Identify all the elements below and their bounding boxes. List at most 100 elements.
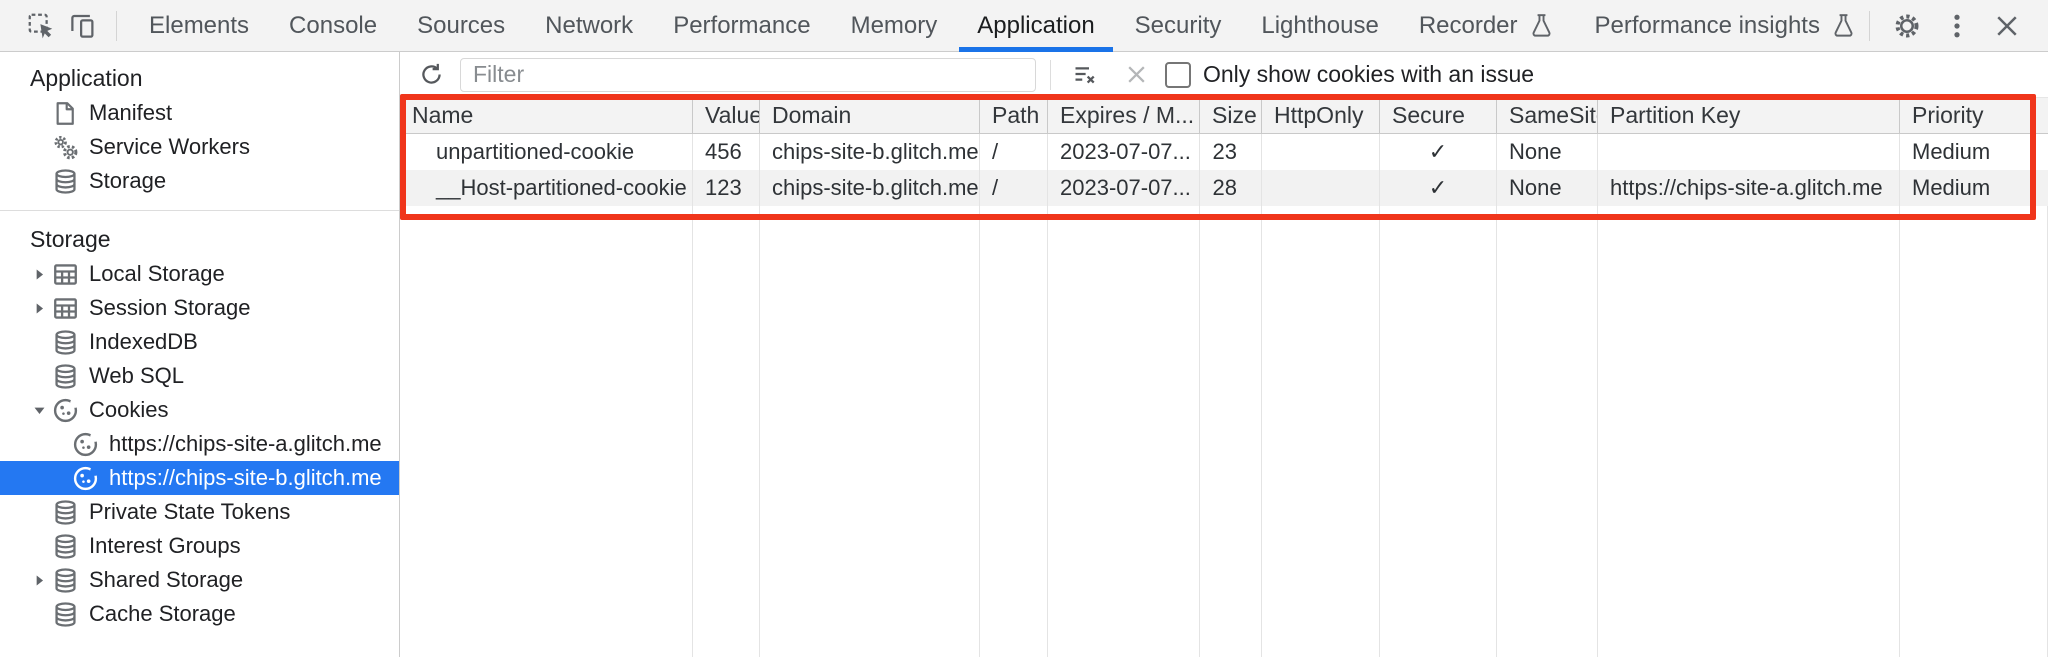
cell-path[interactable]: / xyxy=(980,170,1048,206)
toggle-device-toolbar-button[interactable] xyxy=(68,7,98,45)
sidebar-item-cache-storage[interactable]: Cache Storage xyxy=(0,597,399,631)
column-header-name[interactable]: Name xyxy=(400,98,693,134)
cell-samesite[interactable]: None xyxy=(1497,134,1598,170)
delete-selected-button[interactable] xyxy=(1117,56,1155,94)
cell-value[interactable]: 456 xyxy=(693,134,760,170)
empty-grid-cell xyxy=(1048,206,1200,657)
tab-sources[interactable]: Sources xyxy=(397,0,525,52)
sidebar-item-https-chips-site-a-glitch-me[interactable]: https://chips-site-a.glitch.me xyxy=(0,427,399,461)
sidebar-item-label: Cache Storage xyxy=(89,601,236,626)
clear-filter-icon xyxy=(1071,61,1098,88)
tab-application[interactable]: Application xyxy=(957,0,1114,52)
sidebar-item-label: Cookies xyxy=(89,397,169,422)
empty-grid-cell xyxy=(1380,206,1497,657)
sidebar-item-label: Manifest xyxy=(89,100,173,125)
toolbar-divider xyxy=(1869,10,1870,41)
tab-lighthouse[interactable]: Lighthouse xyxy=(1241,0,1398,52)
cell-domain[interactable]: chips-site-b.glitch.me xyxy=(760,170,980,206)
sidebar-item-shared-storage[interactable]: Shared Storage xyxy=(0,563,399,597)
cookies-panel: Only show cookies with an issue NameValu… xyxy=(400,52,2048,657)
tab-performance-insights[interactable]: Performance insights xyxy=(1575,0,1877,52)
tab-memory[interactable]: Memory xyxy=(831,0,958,52)
cell-secure[interactable]: ✓ xyxy=(1380,134,1497,170)
cell-priority[interactable]: Medium xyxy=(1912,139,1991,164)
sidebar-item-https-chips-site-b-glitch-me[interactable]: https://chips-site-b.glitch.me xyxy=(0,461,399,495)
settings-button[interactable] xyxy=(1888,7,1926,45)
column-header-priority[interactable]: Priority xyxy=(1900,98,2048,134)
sidebar-item-label: Service Workers xyxy=(89,134,250,159)
tab-label: Recorder xyxy=(1418,11,1518,39)
cell-partition-key[interactable]: https://chips-site-a.glitch.me xyxy=(1598,170,1900,206)
cell-size[interactable]: 23 xyxy=(1200,134,1262,170)
column-header-secure[interactable]: Secure xyxy=(1380,98,1497,134)
column-header-domain[interactable]: Domain xyxy=(760,98,980,134)
sidebar-item-storage[interactable]: Storage xyxy=(0,164,399,198)
cell-expires-m[interactable]: 2023-07-07... xyxy=(1048,170,1200,206)
cell-secure[interactable]: ✓ xyxy=(1380,170,1497,206)
empty-grid-cell xyxy=(1900,206,2048,657)
inspect-element-button[interactable] xyxy=(26,7,56,45)
column-header-samesite[interactable]: SameSite xyxy=(1497,98,1598,134)
column-header-size[interactable]: Size xyxy=(1200,98,1262,134)
sidebar-item-private-state-tokens[interactable]: Private State Tokens xyxy=(0,495,399,529)
sidebar-item-label: Interest Groups xyxy=(89,533,241,558)
database-icon xyxy=(51,600,80,629)
close-icon xyxy=(1992,11,2022,41)
tab-label: Application xyxy=(977,11,1095,39)
filter-input[interactable] xyxy=(460,57,1036,92)
issue-filter-checkbox[interactable] xyxy=(1165,61,1191,88)
cell-httponly[interactable] xyxy=(1262,134,1380,170)
sidebar-item-interest-groups[interactable]: Interest Groups xyxy=(0,529,399,563)
gear-icon xyxy=(1892,11,1922,41)
cell-name[interactable]: unpartitioned-cookie xyxy=(400,134,693,170)
sidebar-item-manifest[interactable]: Manifest xyxy=(0,96,399,130)
tab-performance[interactable]: Performance xyxy=(653,0,830,52)
column-header-httponly[interactable]: HttpOnly xyxy=(1262,98,1380,134)
tab-security[interactable]: Security xyxy=(1115,0,1242,52)
column-header-value[interactable]: Value xyxy=(693,98,760,134)
cell-httponly[interactable] xyxy=(1262,170,1380,206)
tab-elements[interactable]: Elements xyxy=(129,0,269,52)
tab-recorder[interactable]: Recorder xyxy=(1399,0,1575,52)
cell-samesite[interactable]: None xyxy=(1497,170,1598,206)
sidebar-item-local-storage[interactable]: Local Storage xyxy=(0,257,399,291)
sidebar-item-web-sql[interactable]: Web SQL xyxy=(0,359,399,393)
empty-grid-cell xyxy=(760,206,980,657)
toolbar-divider xyxy=(116,10,117,41)
issue-filter-label[interactable]: Only show cookies with an issue xyxy=(1203,61,1535,87)
tab-console[interactable]: Console xyxy=(269,0,397,52)
triangle-down-icon xyxy=(28,399,50,421)
cell-domain[interactable]: chips-site-b.glitch.me xyxy=(760,134,980,170)
database-icon xyxy=(51,566,80,595)
column-header-expires-m[interactable]: Expires / M... xyxy=(1048,98,1200,134)
column-header-partition-key[interactable]: Partition Key xyxy=(1598,98,1900,134)
triangle-right-icon xyxy=(28,569,50,591)
column-header-path[interactable]: Path xyxy=(980,98,1048,134)
sidebar-item-cookies[interactable]: Cookies xyxy=(0,393,399,427)
tab-label: Sources xyxy=(417,11,506,39)
sidebar-item-service-workers[interactable]: Service Workers xyxy=(0,130,399,164)
cell-expires-m[interactable]: 2023-07-07... xyxy=(1048,134,1200,170)
cell-value[interactable]: 123 xyxy=(693,170,760,206)
database-icon xyxy=(51,498,80,527)
close-devtools-button[interactable] xyxy=(1988,7,2026,45)
refresh-icon xyxy=(418,61,445,88)
sidebar-item-indexeddb[interactable]: IndexedDB xyxy=(0,325,399,359)
inspect-icon xyxy=(26,11,56,41)
cell-priority[interactable]: Medium xyxy=(1900,170,2048,206)
tab-network[interactable]: Network xyxy=(525,0,653,52)
sidebar-item-session-storage[interactable]: Session Storage xyxy=(0,291,399,325)
cell-name[interactable]: __Host-partitioned-cookie xyxy=(400,170,693,206)
clear-filter-button[interactable] xyxy=(1065,56,1103,94)
cell-size[interactable]: 28 xyxy=(1200,170,1262,206)
cell-path[interactable]: / xyxy=(980,134,1048,170)
cell-partition-key[interactable] xyxy=(1598,134,1900,170)
sidebar-item-label: https://chips-site-b.glitch.me xyxy=(109,465,382,490)
more-options-button[interactable] xyxy=(1938,7,1976,45)
refresh-button[interactable] xyxy=(412,56,450,94)
